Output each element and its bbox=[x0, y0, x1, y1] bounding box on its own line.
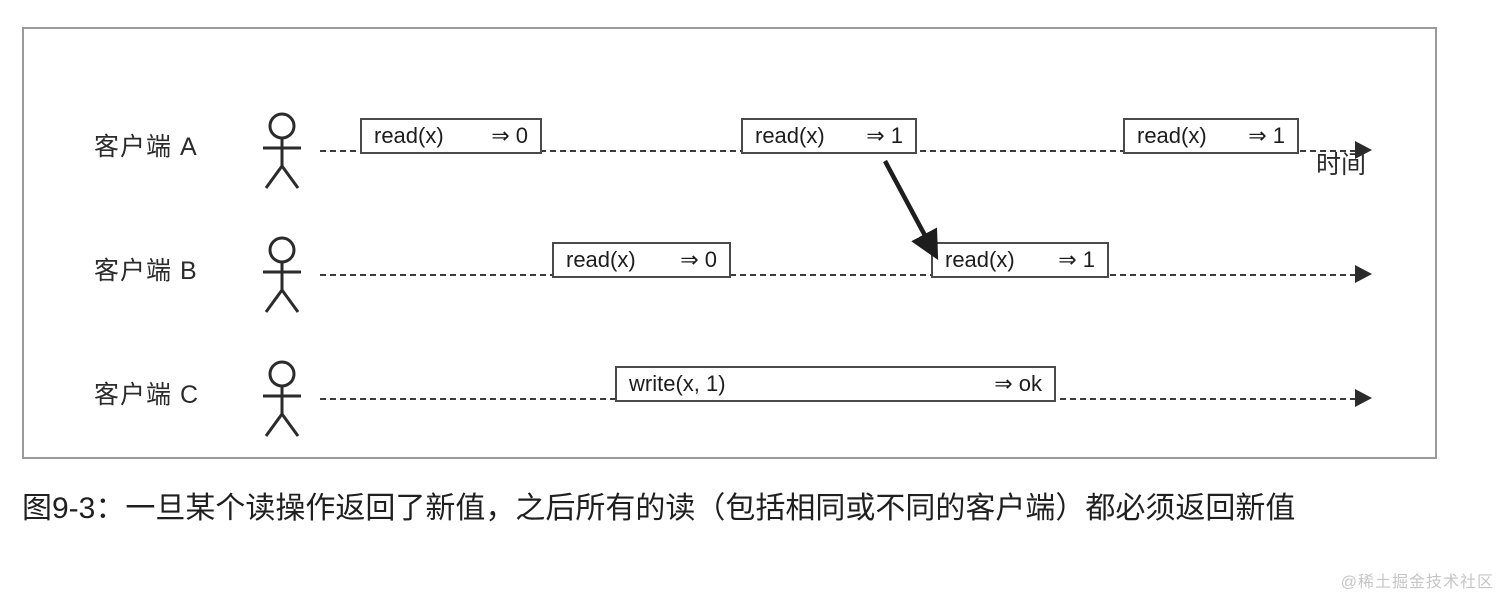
operation-box[interactable]: read(x) ⇒ 1 bbox=[1123, 118, 1299, 154]
timeline-arrowhead-c bbox=[1355, 389, 1372, 407]
lane-label-client-c: 客户端 C bbox=[94, 381, 200, 409]
causality-arrow bbox=[879, 157, 969, 265]
lane-client-b: 客户端 B read(x) ⇒ 0 read(x) ⇒ 1 bbox=[24, 219, 1435, 329]
operation-box[interactable]: read(x) ⇒ 1 bbox=[741, 118, 917, 154]
operation-result: ⇒ 0 bbox=[680, 247, 717, 272]
lane-label-client-b: 客户端 B bbox=[94, 257, 198, 285]
operation-result: ⇒ 1 bbox=[866, 123, 903, 148]
stick-figure-icon bbox=[256, 360, 308, 438]
timeline-arrowhead-b bbox=[1355, 265, 1372, 283]
operation-call: read(x) bbox=[566, 247, 636, 272]
timeline-dash-b bbox=[320, 274, 1356, 276]
operation-box[interactable]: write(x, 1) ⇒ ok bbox=[615, 366, 1056, 402]
figure-frame: 客户端 A read(x) ⇒ 0 read(x) ⇒ 1 read(x) ⇒ … bbox=[22, 27, 1437, 459]
timeline-arrowhead-a bbox=[1355, 141, 1372, 159]
operation-result: ⇒ 1 bbox=[1248, 123, 1285, 148]
timeline-client-b bbox=[320, 265, 1372, 283]
operation-result: ⇒ 1 bbox=[1058, 247, 1095, 272]
operation-box[interactable]: read(x) ⇒ 1 bbox=[931, 242, 1109, 278]
lane-client-a: 客户端 A read(x) ⇒ 0 read(x) ⇒ 1 read(x) ⇒ … bbox=[24, 95, 1435, 205]
stick-figure-icon bbox=[256, 236, 308, 314]
lane-client-c: 客户端 C write(x, 1) ⇒ ok bbox=[24, 343, 1435, 453]
operation-call: write(x, 1) bbox=[629, 371, 726, 396]
watermark: @稀土掘金技术社区 bbox=[1340, 574, 1494, 591]
stick-figure-icon bbox=[256, 112, 308, 190]
operation-call: read(x) bbox=[755, 123, 825, 148]
lane-label-client-a: 客户端 A bbox=[94, 133, 198, 161]
figure-caption: 图9-3：一旦某个读操作返回了新值，之后所有的读（包括相同或不同的客户端）都必须… bbox=[22, 492, 1296, 525]
operation-box[interactable]: read(x) ⇒ 0 bbox=[360, 118, 542, 154]
operation-result: ⇒ 0 bbox=[491, 123, 528, 148]
operation-call: read(x) bbox=[945, 247, 1015, 272]
time-axis-label: 时间 bbox=[1316, 151, 1367, 179]
operation-result: ⇒ ok bbox=[994, 371, 1042, 396]
operation-call: read(x) bbox=[374, 123, 444, 148]
operation-call: read(x) bbox=[1137, 123, 1207, 148]
operation-box[interactable]: read(x) ⇒ 0 bbox=[552, 242, 731, 278]
